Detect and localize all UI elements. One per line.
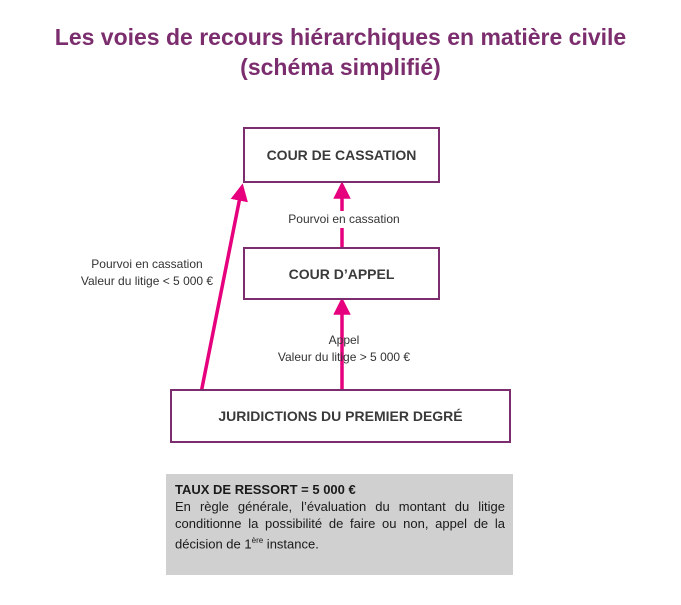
node-cour-de-cassation-label: COUR DE CASSATION: [266, 147, 417, 163]
edge-label-premier-to-appel: Appel Valeur du litige > 5 000 €: [264, 332, 424, 366]
node-juridictions-premier-degre-label: JURIDICTIONS DU PREMIER DEGRÉ: [218, 408, 463, 424]
edge-label-premier-to-appel-line2: Valeur du litige > 5 000 €: [277, 350, 411, 364]
node-cour-d-appel-label: COUR D’APPEL: [288, 265, 395, 282]
node-cour-d-appel: COUR D’APPEL: [243, 247, 440, 300]
note-heading: TAUX DE RESSORT = 5 000 €: [175, 482, 356, 497]
diagram-title: Les voies de recours hiérarchiques en ma…: [0, 22, 681, 82]
edge-label-premier-to-cassation: Pourvoi en cassation Valeur du litige < …: [62, 256, 232, 290]
note-superscript: ère: [251, 536, 264, 545]
edge-label-premier-to-cassation-line1: Pourvoi en cassation: [91, 257, 203, 271]
edge-label-premier-to-appel-line1: Appel: [328, 333, 360, 347]
edge-label-appel-to-cassation: Pourvoi en cassation: [274, 211, 414, 228]
title-line-2: (schéma simplifié): [240, 54, 441, 80]
edge-label-premier-to-cassation-line2: Valeur du litige < 5 000 €: [80, 274, 214, 288]
note-body: En règle générale, l’évaluation du monta…: [175, 498, 505, 552]
note-text-after: instance.: [263, 536, 319, 552]
node-cour-de-cassation: COUR DE CASSATION: [243, 127, 440, 183]
title-line-1: Les voies de recours hiérarchiques en ma…: [54, 24, 627, 50]
taux-de-ressort-note: TAUX DE RESSORT = 5 000 € En règle génér…: [166, 474, 513, 575]
node-juridictions-premier-degre: JURIDICTIONS DU PREMIER DEGRÉ: [170, 389, 511, 443]
arrow-premier-to-cassation: [199, 183, 248, 394]
note-text-before: En règle générale, l’évaluation du monta…: [175, 499, 505, 552]
